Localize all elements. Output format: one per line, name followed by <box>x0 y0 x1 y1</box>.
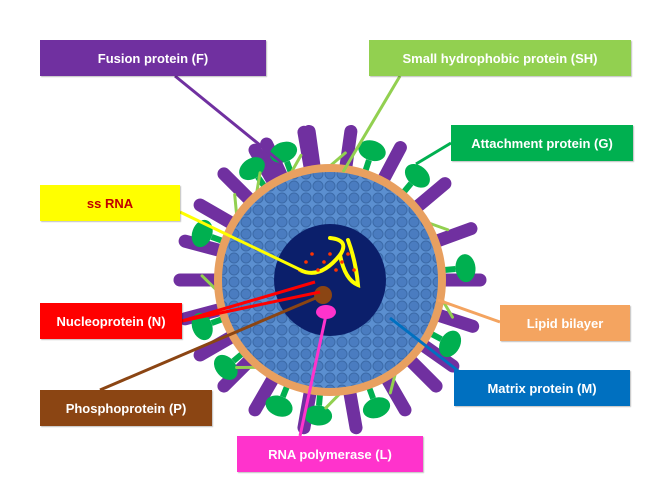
nucleoprotein-leader-2 <box>181 280 316 323</box>
fusion-spike <box>407 177 452 216</box>
leader-lines <box>99 74 501 437</box>
sh-protein <box>200 274 218 292</box>
glycoprotein-head <box>213 354 238 380</box>
glycoprotein-head <box>265 395 293 417</box>
virus-body <box>214 164 446 396</box>
attachment-leader <box>415 141 452 166</box>
lipid-bilayer-label: Lipid bilayer <box>500 305 630 341</box>
fusion-spike <box>193 198 242 232</box>
glycoprotein-head <box>455 254 476 283</box>
small-hydrophobic-protein-label: Small hydrophobic protein (SH) <box>369 40 631 76</box>
rna-dot <box>310 252 314 256</box>
polymerase-leader <box>298 314 328 437</box>
sh-protein <box>388 371 397 395</box>
fusion-spike <box>428 307 480 333</box>
fusion-spike <box>248 368 282 417</box>
fusion-spike <box>401 351 443 393</box>
fusion-spike <box>302 124 322 178</box>
lipid-leader <box>437 298 501 324</box>
glycoprotein-head <box>304 405 333 426</box>
polymerase-blob <box>316 305 336 319</box>
nucleoprotein-label: Nucleoprotein (N) <box>40 303 182 339</box>
glycoprotein-head <box>358 140 386 162</box>
rna-dot <box>322 260 326 264</box>
fusion-spike <box>178 234 231 259</box>
sh-protein <box>233 193 239 217</box>
phosphoprotein-leader <box>99 295 319 392</box>
rna-dot <box>304 260 308 264</box>
sh-protein <box>255 171 262 195</box>
fusion-spike <box>426 222 478 249</box>
glycoprotein-head <box>362 397 391 419</box>
phosphoprotein-label: Phosphoprotein (P) <box>40 390 212 426</box>
matrix-protein-label: Matrix protein (M) <box>454 370 630 406</box>
glycoprotein-head <box>439 330 462 358</box>
nucleocapsid-core <box>274 224 386 336</box>
glycoprotein-head <box>191 312 213 341</box>
rna-polymerase-label: RNA polymerase (L) <box>237 436 423 472</box>
fusion-spike <box>217 351 259 393</box>
matrix-leader <box>389 316 471 382</box>
fusion-leader <box>174 74 283 165</box>
fusion-spike <box>375 141 407 190</box>
fusion-protein-label: Fusion protein (F) <box>40 40 266 76</box>
sh-protein <box>328 151 347 168</box>
fusion-spike <box>342 381 363 435</box>
fusion-spike <box>248 143 282 192</box>
rna-strand <box>298 236 361 289</box>
sh-protein <box>324 392 342 410</box>
sh-leader <box>341 75 402 173</box>
fusion-spike <box>193 328 242 362</box>
attachment-protein-label: Attachment protein (G) <box>451 125 633 161</box>
rna-dot <box>334 268 338 272</box>
rna-dot <box>328 252 332 256</box>
rna-dot <box>346 252 350 256</box>
attachment-glycoproteins <box>191 140 476 426</box>
nucleoprotein-leader <box>181 290 321 323</box>
rna-dot <box>340 260 344 264</box>
fusion-spike <box>217 167 259 209</box>
fusion-spike <box>260 137 291 187</box>
fusion-spike <box>378 368 412 417</box>
rna-dot <box>352 268 356 272</box>
phosphoprotein-blob <box>314 286 332 304</box>
glycoprotein-head <box>404 163 430 188</box>
sh-protein <box>427 221 450 232</box>
sh-protein <box>289 153 303 175</box>
rna-dot <box>316 268 320 272</box>
ssrna-leader <box>179 210 306 274</box>
ss-rna-label: ss RNA <box>40 185 180 221</box>
